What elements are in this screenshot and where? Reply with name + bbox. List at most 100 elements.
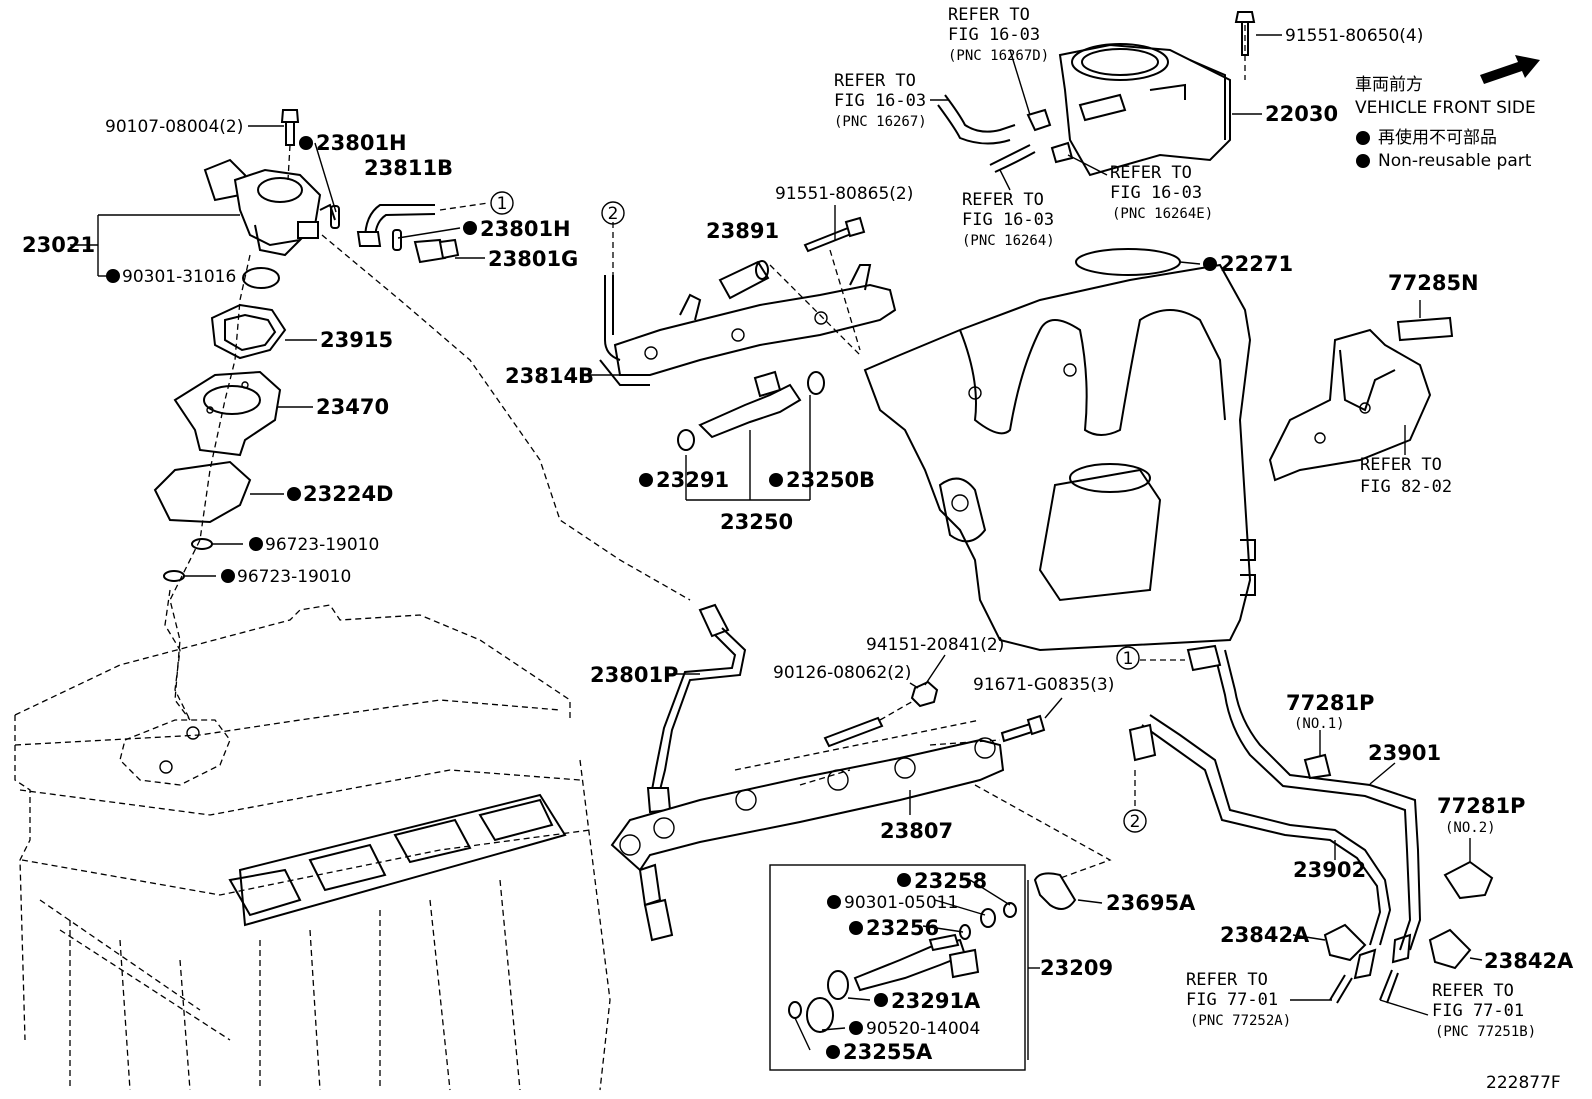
union-bolt-23801g-icon	[413, 238, 460, 264]
injector-23250-icon	[698, 370, 802, 439]
insulator-23291-icon	[677, 429, 695, 451]
delivery-pipe-23814b-illustration	[599, 222, 897, 386]
vehicle-front-arrow-icon	[1480, 55, 1540, 84]
refer-16267: REFER TO FIG 16-03 (PNC 16267)	[834, 71, 927, 130]
bracket-77285n-illustration	[1268, 316, 1454, 482]
label-23801h-b: 23801H	[480, 217, 571, 241]
figure-id: 222877F	[1486, 1073, 1561, 1093]
svg-text:(PNC 16267): (PNC 16267)	[834, 114, 927, 130]
fuel-pipe-23801p-icon	[321, 234, 747, 814]
label-90301-31016: 90301-31016	[122, 267, 236, 287]
marker-1-b: 1	[1116, 646, 1140, 670]
refer-fig-82-02: REFER TO FIG 82-02	[1360, 455, 1452, 497]
vacuum-hose-icon	[937, 94, 1074, 173]
label-96723-b: 96723-19010	[237, 567, 351, 587]
label-23258: 23258	[914, 869, 987, 893]
label-23842a-a: 23842A	[1220, 923, 1310, 947]
svg-text:FIG 16-03: FIG 16-03	[834, 91, 926, 111]
refer-16264e: REFER TO FIG 16-03 (PNC 16264E)	[1110, 163, 1213, 222]
tube-ends-icon	[1329, 933, 1412, 1004]
svg-text:1: 1	[497, 194, 508, 214]
label-23291: 23291	[656, 468, 729, 492]
label-23891: 23891	[706, 219, 779, 243]
svg-text:REFER TO: REFER TO	[834, 71, 916, 91]
label-23902: 23902	[1293, 858, 1366, 882]
label-90107: 90107-08004(2)	[105, 117, 243, 137]
label-23814b: 23814B	[505, 364, 594, 388]
label-23801g: 23801G	[488, 247, 578, 271]
label-23811b: 23811B	[364, 156, 453, 180]
label-23807: 23807	[880, 819, 953, 843]
svg-text:REFER TO: REFER TO	[1360, 455, 1442, 475]
throttle-body-illustration	[1058, 25, 1246, 177]
nonreusable-dots	[106, 131, 1370, 1059]
bolt-91551-80865-icon	[803, 216, 866, 253]
fuel-pump-23021-illustration	[203, 158, 336, 257]
label-23255a: 23255A	[843, 1040, 933, 1064]
oring-23801h-b-icon	[392, 229, 402, 251]
legend-front-en: VEHICLE FRONT SIDE	[1355, 98, 1536, 118]
label-23209: 23209	[1040, 956, 1113, 980]
oring-96723-a-icon	[191, 538, 213, 550]
svg-text:FIG 16-03: FIG 16-03	[962, 210, 1054, 230]
label-77281p-a-sub: (NO.1)	[1294, 716, 1345, 732]
bolt-91551-80650-icon	[1234, 11, 1256, 56]
svg-text:FIG 16-03: FIG 16-03	[948, 25, 1040, 45]
label-77281p-b-sub: (NO.2)	[1445, 820, 1496, 836]
label-90520: 90520-14004	[866, 1019, 980, 1039]
clamp-23695a-icon	[1033, 872, 1077, 910]
oring-23250b-icon	[807, 371, 825, 395]
label-23695a: 23695A	[1106, 891, 1196, 915]
svg-text:(PNC 77252A): (PNC 77252A)	[1190, 1013, 1291, 1029]
label-22271: 22271	[1220, 252, 1293, 276]
svg-text:FIG 77-01: FIG 77-01	[1186, 990, 1278, 1010]
label-91551-80865: 91551-80865(2)	[775, 184, 913, 204]
refer-77252a: REFER TO FIG 77-01 (PNC 77252A)	[1186, 970, 1291, 1029]
label-22030: 22030	[1265, 102, 1338, 126]
nut-94151-icon	[910, 680, 939, 708]
oring-90301-31016-icon	[242, 267, 280, 289]
fuel-rail-23807-illustration	[610, 719, 1112, 942]
fuel-tubes-23901-23902-illustration	[1128, 644, 1422, 951]
legend-nonreuse-en: Non-reusable part	[1378, 151, 1532, 171]
label-77281p-a: 77281P	[1286, 691, 1374, 715]
pump-adapter-23470-icon	[173, 370, 282, 457]
engine-block-illustration	[14, 589, 611, 1091]
label-96723-a: 96723-19010	[265, 535, 379, 555]
gasket-23915-icon	[210, 303, 287, 360]
label-23470: 23470	[316, 395, 389, 419]
svg-text:REFER TO: REFER TO	[1110, 163, 1192, 183]
svg-text:FIG 82-02: FIG 82-02	[1360, 477, 1452, 497]
label-23021: 23021	[22, 233, 95, 257]
intake-manifold-illustration	[863, 263, 1256, 652]
label-91671: 91671-G0835(3)	[973, 675, 1114, 695]
label-23250: 23250	[720, 510, 793, 534]
svg-text:2: 2	[608, 204, 619, 224]
stud-90126-icon	[823, 699, 916, 748]
clip-77281p-no2-icon	[1443, 860, 1494, 900]
label-77285n: 77285N	[1388, 271, 1479, 295]
svg-text:REFER TO: REFER TO	[1432, 981, 1514, 1001]
fuel-pipe-23811b-icon	[356, 202, 489, 247]
marker-1-a: 1	[490, 191, 514, 215]
svg-text:(PNC 16264E): (PNC 16264E)	[1112, 206, 1213, 222]
oring-23801h-icon	[330, 205, 340, 229]
label-23224d: 23224D	[303, 482, 394, 506]
label-90301-05011: 90301-05011	[844, 893, 958, 913]
svg-text:2: 2	[1130, 812, 1141, 832]
label-23915: 23915	[320, 328, 393, 352]
label-91551-80650: 91551-80650(4)	[1285, 26, 1423, 46]
svg-text:REFER TO: REFER TO	[948, 5, 1030, 25]
refer-16264: REFER TO FIG 16-03 (PNC 16264)	[962, 190, 1055, 249]
legend: 車両前方 VEHICLE FRONT SIDE 再使用不可部品 Non-reus…	[1355, 75, 1536, 171]
refer-16267d: REFER TO FIG 16-03 (PNC 16267D)	[948, 5, 1049, 64]
svg-text:(PNC 77251B): (PNC 77251B)	[1435, 1024, 1536, 1040]
label-23842a-b: 23842A	[1484, 949, 1574, 973]
label-23250b: 23250B	[786, 468, 875, 492]
bolt-90107-icon	[280, 109, 300, 181]
svg-text:FIG 77-01: FIG 77-01	[1432, 1001, 1524, 1021]
label-23801p: 23801P	[590, 663, 678, 687]
legend-nonreuse-jp: 再使用不可部品	[1378, 127, 1497, 148]
svg-text:(PNC 16264): (PNC 16264)	[962, 233, 1055, 249]
clip-77281p-no1-icon	[1303, 753, 1332, 780]
